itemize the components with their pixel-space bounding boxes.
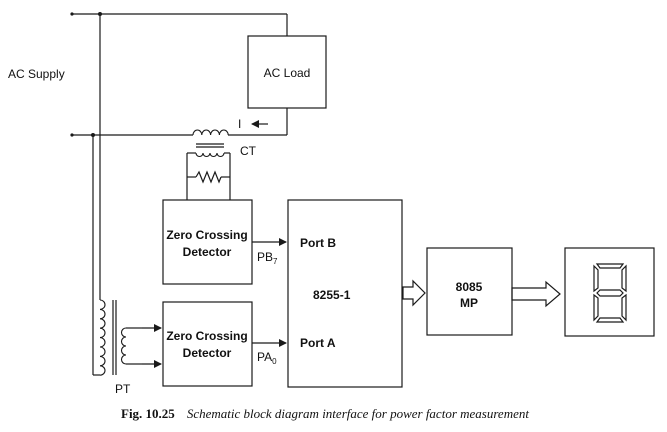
current-label: I [238,117,241,131]
zcd-bottom-block: Zero Crossing Detector [162,301,253,387]
pt-transformer [92,14,142,376]
figure-number: Fig. 10.25 [121,406,175,421]
figure-caption: Fig. 10.25 Schematic block diagram interf… [121,406,529,421]
seven-segment-digit [593,263,627,323]
ct-burden-resistor [186,152,231,200]
seven-segment-display [564,247,655,337]
pa0-signal-label: PA0 [257,350,277,366]
ac-load-label: AC Load [264,66,311,80]
mp-line1: 8085 [456,280,483,294]
ppi-port-a-label: Port A [300,336,336,350]
zcd-top-line1: Zero Crossing [166,228,247,242]
mp-to-display-bus-arrow [511,280,561,308]
mp-8085-block: 8085 MP [426,247,513,336]
ppi-port-b-label: Port B [300,236,336,250]
ct-coil [192,129,229,158]
supply-lines [70,12,288,137]
zcd-top-line2: Detector [183,245,232,259]
ac-supply-label: AC Supply [8,67,65,81]
zcd-bottom-line1: Zero Crossing [166,329,247,343]
pt-label: PT [115,382,131,396]
ppi-name-label: 8255-1 [313,288,351,302]
pb7-signal-label: PB7 [257,250,278,266]
mp-line2: MP [460,296,478,310]
ppi-8255-block: Port B 8255-1 Port A [287,199,403,388]
zcd-top-block: Zero Crossing Detector [162,199,253,285]
ct-label: CT [240,144,257,158]
figure-caption-text: Schematic block diagram interface for po… [187,406,530,421]
ppi-to-mp-bus-arrow [402,279,426,307]
zcd-bottom-line2: Detector [183,346,232,360]
ac-load-block: AC Load [247,35,327,109]
